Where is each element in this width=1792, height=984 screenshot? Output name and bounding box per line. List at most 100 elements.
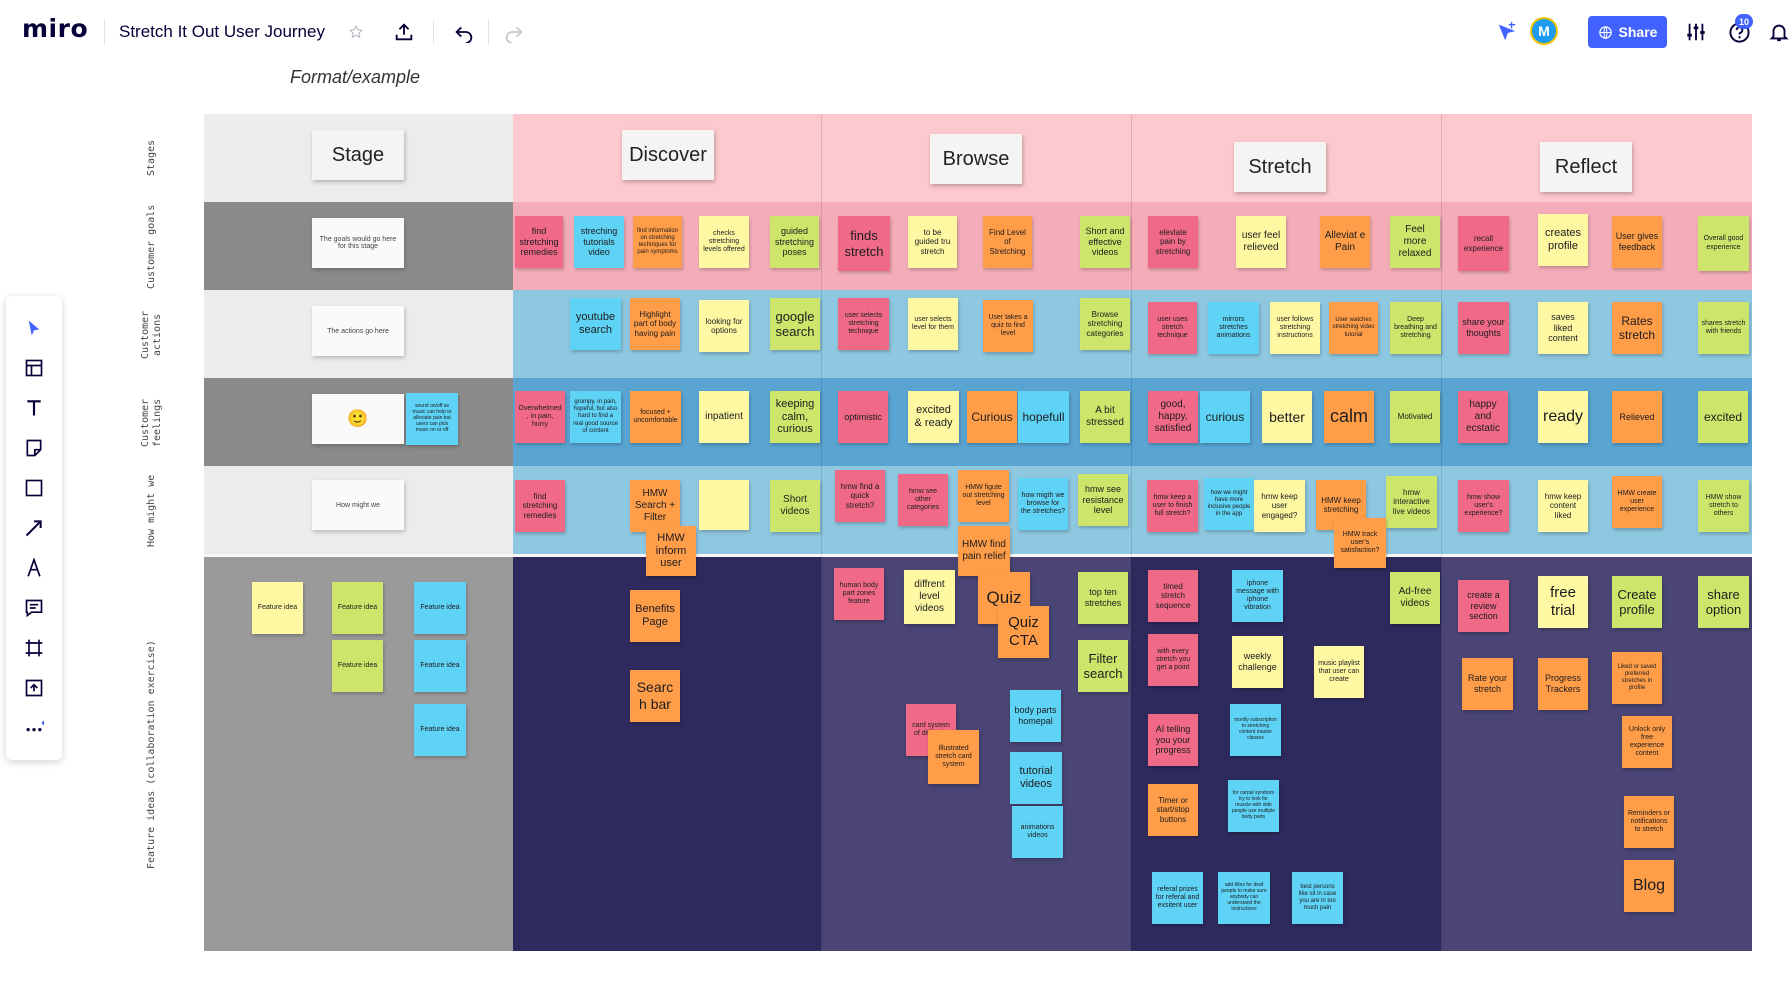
sticky-note[interactable]: for carpal syndrom try to look for muscl… [1228,780,1279,832]
templates-icon[interactable] [20,354,48,382]
sticky-note[interactable]: shares stretch with friends [1698,302,1749,354]
sticky-note[interactable]: User watches stretching video tutorial [1329,302,1378,354]
sticky-note[interactable]: Progress Trackers [1538,658,1588,710]
sticky-note[interactable]: human body part zones feature [834,568,884,620]
sticky-note[interactable]: keeping calm, curious [770,391,820,443]
sticky-note[interactable]: streching tutorials video [574,216,624,268]
stage-card-stretch[interactable]: Stretch [1234,142,1326,192]
sticky-note[interactable]: Deep breathing and stretching [1390,302,1441,354]
sticky-note[interactable]: Feel more relaxed [1390,216,1440,268]
stage-card-template[interactable]: Stage [312,130,404,180]
sticky-note[interactable]: Reminders or notifications to stretch [1624,796,1674,848]
bell-icon[interactable] [1764,17,1792,47]
sticky-note[interactable]: top ten stretches [1078,572,1128,624]
sticky-note[interactable]: Benefits Page [630,590,680,642]
sticky-note[interactable]: hmw see resistance level [1078,474,1128,526]
sticky-note[interactable]: Find Level of Stretching [983,216,1032,268]
undo-icon[interactable] [449,17,479,47]
sticky-note[interactable]: add titles for deaf people to make sure … [1218,872,1270,924]
sticky-note[interactable]: Alleviat e Pain [1320,216,1370,268]
sticky-note[interactable]: youtube search [570,298,621,350]
sticky-note[interactable]: Rate your stretch [1462,658,1513,710]
sticky-note[interactable]: Create profile [1612,576,1662,628]
sticky-note[interactable]: HMW create user experience [1612,476,1662,528]
sticky-note[interactable]: HMW Search + Filter [630,480,680,532]
frame-icon[interactable] [20,634,48,662]
sticky-note[interactable]: happy and ecstatic [1458,391,1508,443]
sticky-note[interactable]: Overall good experience [1698,216,1749,271]
more-icon[interactable] [20,714,48,742]
sticky-note[interactable]: finds stretch [838,216,890,271]
stage-card-reflect[interactable]: Reflect [1540,142,1632,192]
sticky-note[interactable]: guided stretching poses [770,216,819,268]
sticky-note[interactable]: HMW inform user [646,526,696,576]
sticky-note[interactable]: iphone message with iphone vibration [1232,570,1283,622]
sticky-note[interactable]: Relieved [1612,391,1662,443]
pointer-icon[interactable] [1492,17,1522,47]
sticky-note[interactable]: hmw show user's experience? [1458,480,1509,532]
upload-icon[interactable] [20,674,48,702]
sticky-note[interactable]: share your thoughts [1458,302,1509,354]
sticky-note[interactable]: best persons like sit in case you are in… [1292,872,1343,924]
sticky-note[interactable]: body parts homepal [1010,690,1061,742]
sticky-note[interactable] [699,480,749,530]
sticky-note[interactable]: Feature idea [414,704,466,756]
sticky-note[interactable]: to be guided tru stretch [908,216,957,268]
sticky-note[interactable]: Feature idea [414,582,466,634]
template-actions-card[interactable]: The actions go here [312,306,404,356]
template-goals-card[interactable]: The goals would go here for this stage [312,218,404,268]
sticky-note[interactable]: Illustrated stretch card system [928,730,979,784]
sticky-note[interactable]: HMW find pain relief [958,526,1010,576]
sticky-note[interactable]: Overwhelmed, in pain, hurry [515,391,565,443]
sticky-note[interactable]: creates profile [1538,214,1588,266]
sticky-note[interactable]: create a review section [1458,580,1509,632]
sticky-note[interactable]: with every stretch you get a point [1148,634,1198,686]
sticky-note[interactable]: share option [1698,576,1749,628]
sticky-note[interactable]: music playlist that user can create [1314,646,1364,698]
sticky-note[interactable]: user uses stretch technique [1148,302,1197,354]
sticky-note[interactable]: tutorial videos [1010,752,1062,804]
sticky-note[interactable]: Feature idea [332,582,383,634]
sticky-note[interactable]: hmw see other categories [898,474,948,526]
text-icon[interactable] [20,394,48,422]
sticky-note[interactable]: hopefull [1018,391,1069,443]
sticky-note[interactable]: montly subscription to stretching conten… [1230,704,1281,756]
stage-card-discover[interactable]: Discover [622,130,714,180]
sticky-note[interactable]: hmw find a quick stretch? [835,470,885,522]
share-button[interactable]: Share [1588,16,1667,48]
sticky-note[interactable]: user feel relieved [1236,216,1286,268]
comment-icon[interactable] [20,594,48,622]
sticky-note[interactable]: referal prizes for referal and exsitent … [1152,872,1203,924]
stage-card-browse[interactable]: Browse [930,134,1022,184]
sticky-note[interactable]: find stretching remedies [515,480,565,532]
sticky-note[interactable]: excited [1698,391,1748,443]
sticky-note[interactable]: find information on stretching technique… [633,216,682,268]
pen-icon[interactable] [20,554,48,582]
sticky-note[interactable]: user follows stretching instructions [1270,302,1320,354]
sticky-note[interactable]: hmw keep content liked [1538,480,1588,532]
sticky-note[interactable]: AI telling you your progress [1148,714,1198,766]
sticky-note[interactable]: HMW figute out stretching level [958,470,1009,522]
upload-icon[interactable] [389,17,419,47]
sticky-note[interactable]: excited & ready [908,391,959,443]
sticky-note[interactable]: inpatient [699,391,749,443]
sticky-note[interactable]: animations videos [1012,806,1063,858]
sliders-icon[interactable] [1681,17,1711,47]
sticky-note[interactable]: Liked or saved preferred stretches in pr… [1612,652,1662,704]
template-feelings-card[interactable]: 🙂 [312,394,404,444]
sticky-note[interactable]: HMW track user's satisfaction? [1334,518,1386,568]
sticky-note[interactable]: Filter search [1078,640,1128,692]
sticky-note[interactable]: elevlate pain by stretching [1148,216,1198,268]
sticky-note[interactable]: good, happy, satisfied [1148,391,1198,443]
template-hmw-card[interactable]: How might we [312,480,404,530]
sticky-note[interactable]: how migth we browse for the stretches? [1018,478,1068,530]
sticky-note[interactable]: user selects level for them [908,298,958,350]
board-title[interactable]: Stretch It Out User Journey [119,22,325,41]
sticky-note[interactable]: grumpy, in pain, hopeful, but also hard … [570,391,621,443]
sticky-note[interactable]: A bit stressed [1080,391,1130,443]
miro-logo[interactable]: miro [22,14,89,43]
sticky-note[interactable]: free trial [1538,576,1588,628]
sticky-note[interactable]: optimistic [838,391,888,443]
sticky-note[interactable]: recall experience [1458,216,1509,271]
sticky-note[interactable]: checks stretching levels offered [699,216,749,268]
